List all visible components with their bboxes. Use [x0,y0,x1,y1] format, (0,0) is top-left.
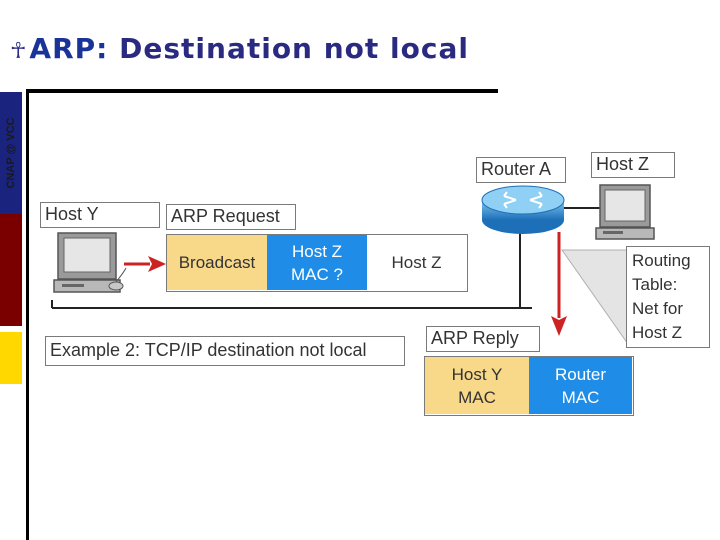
left-color-bar [0,92,22,540]
bullet-icon: ☥ [10,39,28,64]
title-underline [26,89,498,93]
bar-segment-yellow [0,332,22,384]
routing-table-callout: Routing Table: Net for Host Z [626,246,710,348]
arp-reply-label: ARP Reply [426,326,540,352]
bar-segment-white [0,384,22,540]
reply-router-mac: Router MAC [529,357,632,414]
arp-reply-packet: Host Y MAC Router MAC [424,356,634,416]
arp-request-packet: Broadcast Host Z MAC ? Host Z [166,234,468,292]
routing-table-callout-pointer [561,249,629,346]
host-z-label: Host Z [591,152,675,178]
router-icon [481,185,565,234]
packet-dest-host: Host Z [367,235,466,290]
example-caption: Example 2: TCP/IP destination not local [45,336,405,366]
slide-title: ☥ARP: Destination not local [10,32,469,65]
title-accent: ARP: [29,32,109,65]
bar-segment-navy [0,92,22,214]
vertical-rule [26,92,29,540]
host-y-label: Host Y [40,202,160,228]
computer-icon [53,232,127,293]
computer-icon [595,184,655,240]
bar-segment-maroon [0,214,22,326]
arp-request-arrow [124,256,166,272]
title-rest: Destination not local [108,32,469,65]
arp-reply-arrow [551,232,567,336]
arp-request-label: ARP Request [166,204,296,230]
packet-broadcast: Broadcast [167,235,267,290]
reply-host-mac: Host Y MAC [425,357,529,414]
router-a-label: Router A [476,157,566,183]
packet-dest-mac: Host Z MAC ? [267,235,367,290]
